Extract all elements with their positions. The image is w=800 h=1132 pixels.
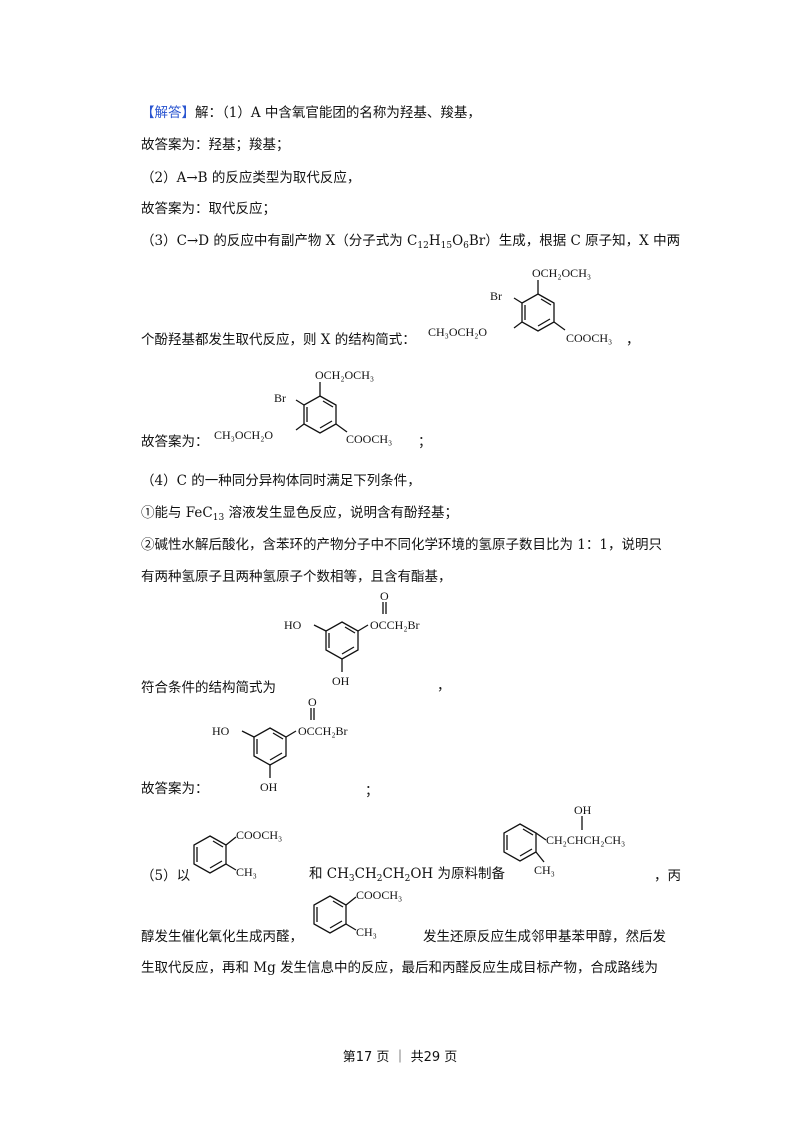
text: ①能与 FeC [141,505,213,521]
condition-2: ②碱性水解后酸化，含苯环的产物分子中不同化学环境的氢原子数目比为 1：1，说明只 [141,537,662,553]
prod-methyl: CH₃ [534,863,555,877]
iso-oh: OH [332,674,350,688]
x-br: Br [490,289,502,303]
answer-part5-f: 生取代反应，再和 Mg 发生信息中的反应，最后和丙醛反应生成目标产物，合成路线为 [141,960,659,976]
structure-x-answer-drawing: OCH₂OCH₃ Br CH₃OCH₂O COOCH₃ [214,368,392,446]
text: 溶液发生显色反应，说明含有酚羟基； [224,505,458,521]
answer-tag: 【解答】 [141,105,195,121]
structure-start2-drawing: COOCH₃ CH₃ [313,888,402,939]
answer-part5-b: 和 CH3CH2CH2OH 为原料制备 [309,864,505,889]
x-left-group: CH₃OCH₂O [428,325,487,339]
subscript: 2 [404,874,411,884]
iso-ester: OCCH₂Br [370,618,420,632]
isoa-oh: OH [260,780,278,794]
text: CH [382,866,405,882]
structure-x-drawing: OCH₂OCH₃ Br CH₃OCH₂O COOCH₃ [428,266,612,345]
structure-start-material: COOCH₃ CH₃ [186,820,316,890]
x-right-group: COOCH₃ [566,331,612,345]
iso-ho: HO [284,618,302,632]
iso-o: O [380,589,389,603]
semicolon: ； [365,783,379,799]
text: CH [354,866,377,882]
condition-2-cont: 有两种氢原子且两种氢原子个数相等，且含有酯基， [141,569,452,585]
page-footer: 第17 页 ｜ 共29 页 [342,1050,458,1065]
condition-1: ①能与 FeC13 溶液发生显色反应，说明含有酚羟基； [141,503,458,528]
answer-part1-result: 故答案为：羟基；羧基； [141,137,290,153]
comma: ， [626,332,640,348]
structure-start-material-2: COOCH₃ CH₃ [306,880,436,950]
subscript: 15 [440,241,453,251]
structure-x-answer: OCH₂OCH₃ Br CH₃OCH₂O COOCH₃ [214,364,424,448]
structure-target-drawing: OH CH₂CHCH₂CH₃ CH₃ [503,803,625,877]
answer-part5-c: ，丙 [654,868,681,884]
answer-part5-d: 醇发生催化氧化生成丙醛， [141,929,303,945]
subscript: 3 [348,874,355,884]
answer-part4-struct: 符合条件的结构简式为 [141,680,276,696]
prod-oh: OH [574,803,592,817]
prod-chain: CH₂CHCH₂CH₃ [546,833,625,847]
semicolon: ； [418,434,432,450]
answer-part1: 解：（1）A 中含氧官能团的名称为羟基、羧基， [195,105,481,121]
structure-isomer-answer-drawing: HO OCCH₂Br O OH [212,695,348,794]
xa-top-group: OCH₂OCH₃ [315,368,374,382]
subscript: 13 [212,513,225,523]
text: （3）C→D 的反应中有副产物 X（分子式为 C [141,233,418,249]
subscript: 6 [463,241,469,251]
text: Br）生成，根据 C 原子知，X 中两 [468,233,681,249]
answer-part3-result: 故答案为： [141,434,209,450]
comma: ， [437,678,451,694]
structure-start-drawing: COOCH₃ CH₃ [193,828,282,879]
answer-part3-cont: 个酚羟基都发生取代反应，则 X 的结构简式： [141,332,416,348]
sm-methyl: CH₃ [236,865,257,879]
x-top-group: OCH₂OCH₃ [532,266,591,280]
xa-right-group: COOCH₃ [346,432,392,446]
text: O [452,233,464,249]
answer-part5-e: 发生还原反应生成邻甲基苯甲醇，然后发 [423,929,666,945]
isoa-ho: HO [212,724,230,738]
xa-left-group: CH₃OCH₂O [214,428,273,442]
text: H [428,233,441,249]
structure-target-product: OH CH₂CHCH₂CH₃ CH₃ [496,802,666,892]
isoa-ester: OCCH₂Br [298,724,348,738]
isoa-o: O [308,695,317,709]
structure-isomer: HO OCCH₂Br O OH [284,589,444,688]
structure-isomer-answer: HO OCCH₂Br O OH [212,695,372,794]
structure-x: OCH₂OCH₃ Br CH₃OCH₂O COOCH₃ [428,262,648,346]
text: 和 CH [309,866,349,882]
answer-part3: （3）C→D 的反应中有副产物 X（分子式为 C12H15O6Br）生成，根据 … [141,231,680,256]
text: OH 为原料制备 [410,866,505,882]
xa-br: Br [274,391,286,405]
sm-ester: COOCH₃ [236,828,282,842]
answer-heading: 【解答】解：（1）A 中含氧官能团的名称为羟基、羧基， [141,103,481,123]
answer-part2-result: 故答案为：取代反应； [141,201,276,217]
structure-isomer-drawing: HO OCCH₂Br O OH [284,589,420,688]
answer-part2: （2）A→B 的反应类型为取代反应， [141,170,361,186]
sm2-ester: COOCH₃ [356,888,402,902]
subscript: 2 [376,874,383,884]
subscript: 12 [417,241,429,251]
answer-part5-a: （5）以 [141,868,191,884]
answer-part4-result: 故答案为： [141,781,209,797]
answer-part4: （4）C 的一种同分异构体同时满足下列条件， [141,473,421,489]
sm2-methyl: CH₃ [356,925,377,939]
